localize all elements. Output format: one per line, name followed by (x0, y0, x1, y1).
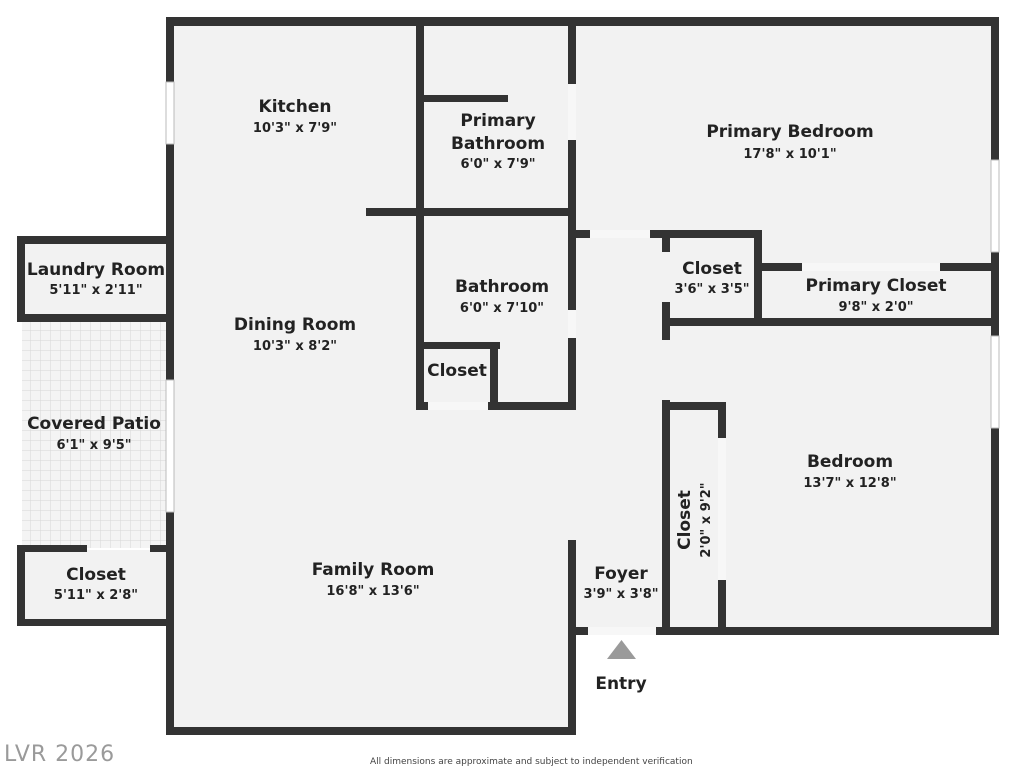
kitchen-dims: 10'3" x 7'9" (253, 121, 337, 136)
primary-bathroom-dims: 6'0" x 7'9" (460, 157, 535, 172)
bedroom-closet-name: Closet (675, 490, 695, 550)
bathroom-name: Bathroom (455, 277, 549, 297)
watermark: LVR 2026 (4, 742, 116, 767)
patio-closet-name: Closet (66, 565, 126, 585)
kitchen-name: Kitchen (259, 97, 332, 117)
primary-closet-dims: 9'8" x 2'0" (838, 300, 913, 315)
primary-bathroom-name-line2: Bathroom (451, 134, 545, 154)
patio-opening (165, 379, 175, 513)
bedroom-name: Bedroom (807, 452, 893, 472)
disclaimer: All dimensions are approximate and subje… (370, 757, 693, 767)
primary-bedroom-window (990, 159, 1000, 253)
foyer-dims: 3'9" x 3'8" (583, 587, 658, 602)
covered-patio-dims: 6'1" x 9'5" (56, 438, 131, 453)
hall-closet-dims: 3'6" x 3'5" (674, 282, 749, 297)
patio-closet-dims: 5'11" x 2'8" (54, 588, 138, 603)
windows (165, 81, 1000, 513)
kitchen-window (165, 81, 175, 145)
foyer-name: Foyer (594, 564, 648, 584)
bath-closet-name: Closet (427, 361, 487, 381)
bedroom-closet-dims: 2'0" x 9'2" (699, 482, 714, 557)
patio-floor (22, 320, 168, 548)
door-openings (428, 84, 940, 635)
primary-bathroom-name-line1: Primary (460, 111, 535, 131)
room-labels: Kitchen 10'3" x 7'9" Primary Bathroom 6'… (27, 97, 947, 694)
primary-closet-name: Primary Closet (806, 276, 947, 296)
bedroom-window (990, 335, 1000, 429)
laundry-room-dims: 5'11" x 2'11" (49, 283, 142, 298)
dining-room-dims: 10'3" x 8'2" (253, 339, 337, 354)
laundry-room-name: Laundry Room (27, 260, 165, 280)
walls (17, 17, 999, 735)
covered-patio-name: Covered Patio (27, 414, 161, 434)
bathroom-dims: 6'0" x 7'10" (460, 301, 544, 316)
family-room-dims: 16'8" x 13'6" (326, 584, 419, 599)
bedroom-dims: 13'7" x 12'8" (803, 476, 896, 491)
primary-bedroom-name: Primary Bedroom (706, 122, 873, 142)
dining-room-name: Dining Room (234, 315, 356, 335)
family-room-name: Family Room (312, 560, 435, 580)
entry-label: Entry (595, 674, 646, 694)
hall-closet-name: Closet (682, 259, 742, 279)
primary-bedroom-dims: 17'8" x 10'1" (743, 147, 836, 162)
entry-arrow-icon (607, 640, 636, 659)
